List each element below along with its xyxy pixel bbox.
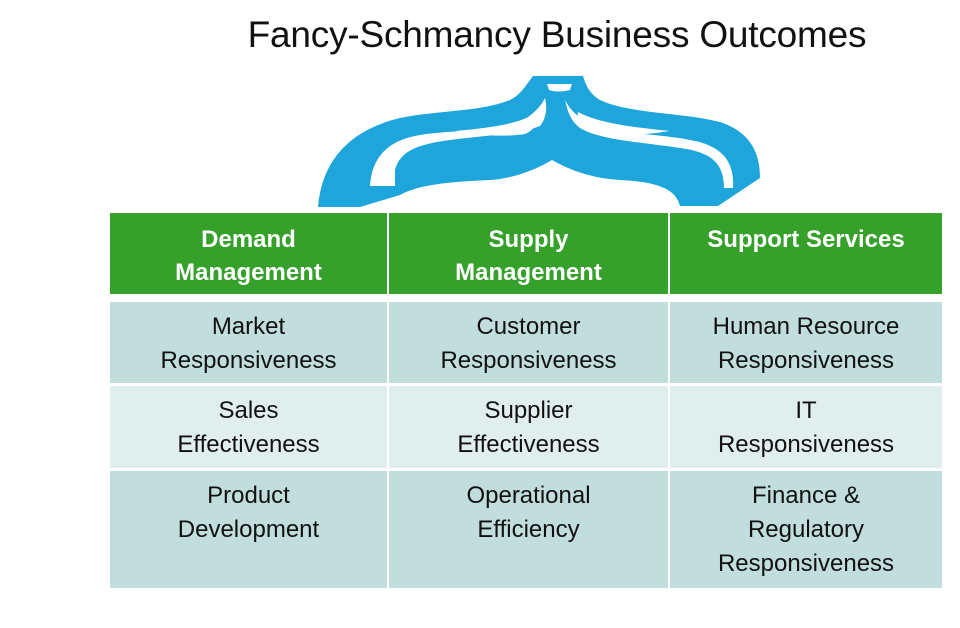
page-title: Fancy-Schmancy Business Outcomes — [247, 14, 867, 55]
cloud-arch-icon — [318, 76, 760, 207]
header-support-services: Support Services — [670, 213, 942, 294]
